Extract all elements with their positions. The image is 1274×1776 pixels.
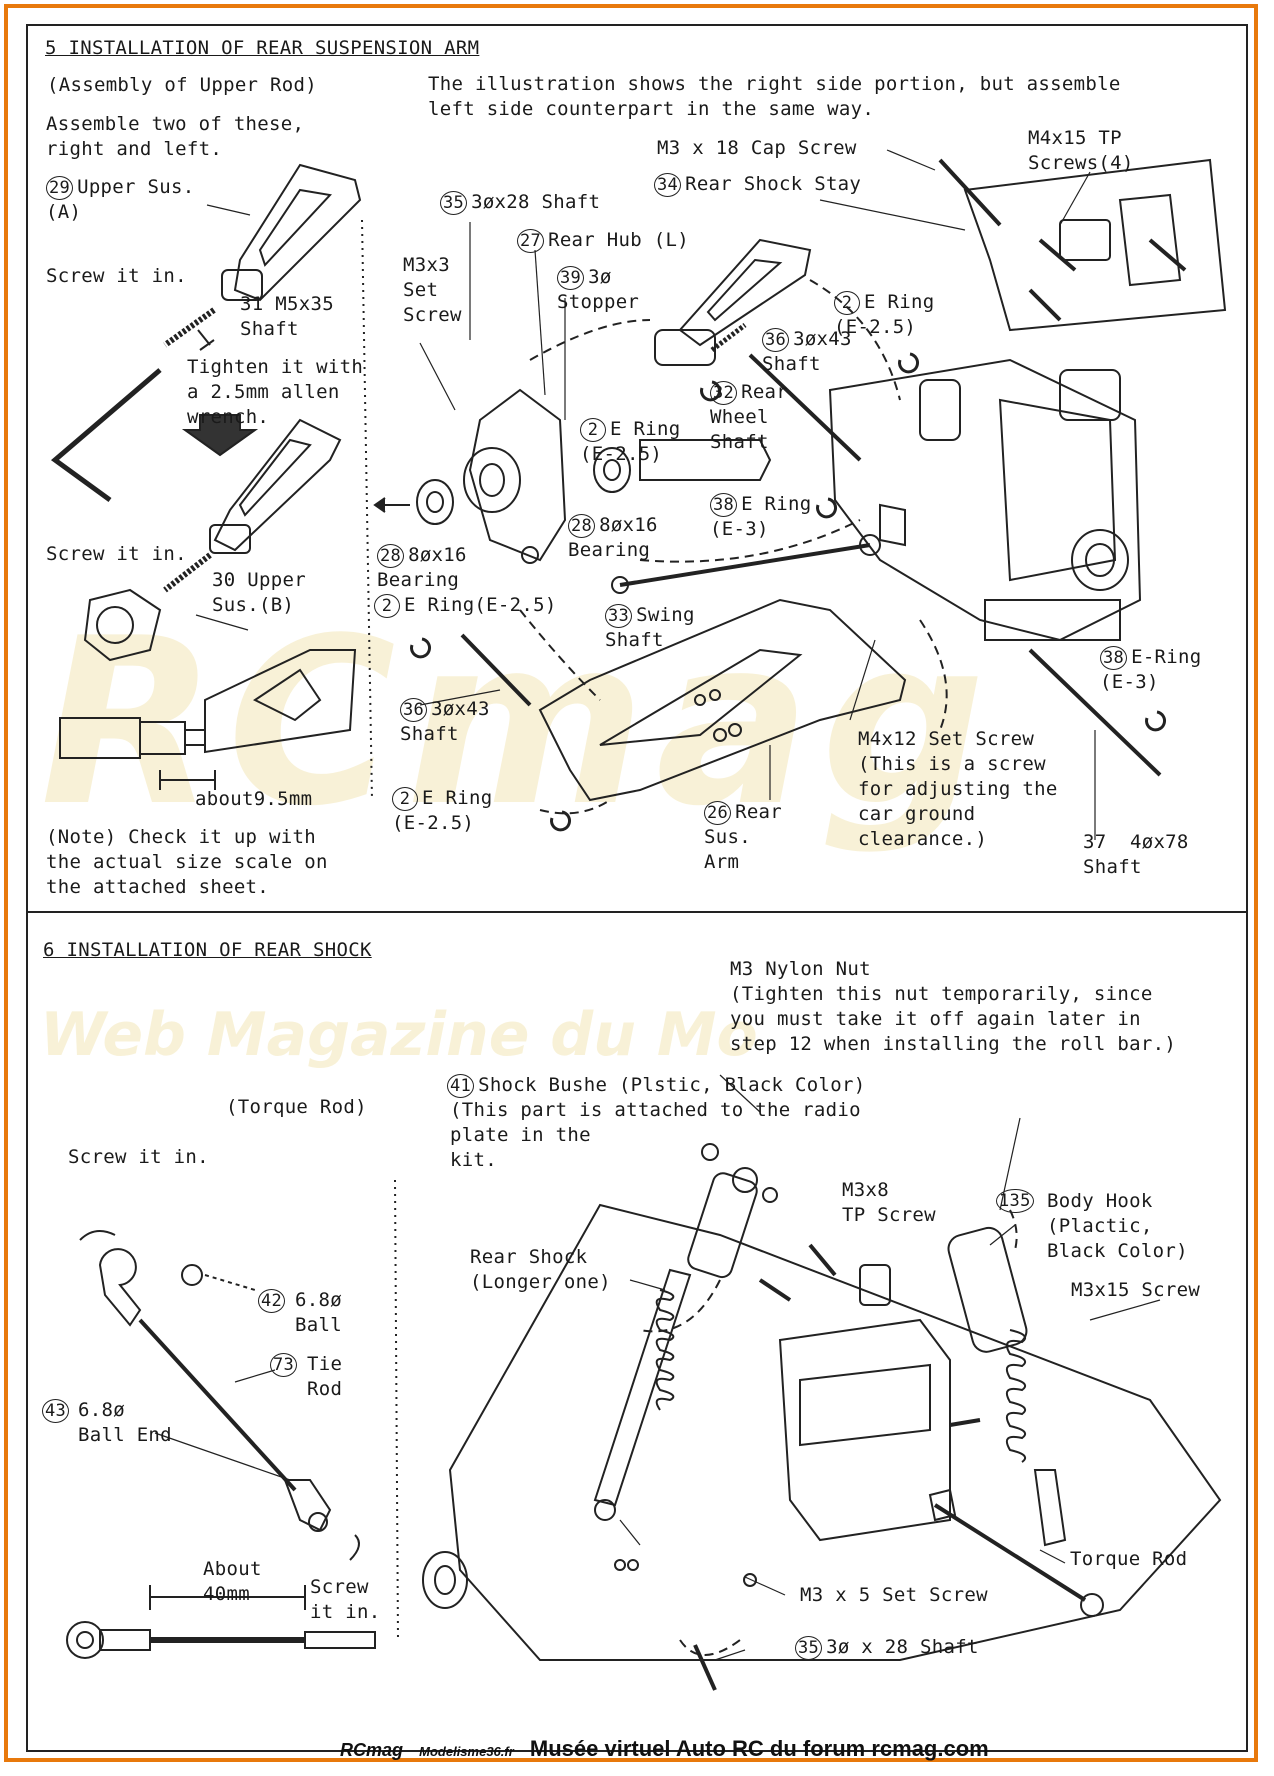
upper-sus-b: [83, 418, 342, 662]
about-40mm: About 40mm: [203, 1558, 262, 1605]
watermark-brand: RCmag: [40, 590, 996, 857]
torque-rod-label: Torque Rod: [1070, 1548, 1188, 1570]
m3x5-set-screw: M3 x 5 Set Screw: [800, 1584, 988, 1606]
part-42-label: 6.8ø Ball: [295, 1289, 342, 1336]
part-30: 30 Upper Sus.(B): [212, 569, 306, 616]
section5-title: 5 INSTALLATION OF REAR SUSPENSION ARM: [45, 37, 480, 59]
rear-shock-label: Rear Shock (Longer one): [470, 1246, 611, 1293]
part-42-ball: 42: [258, 1288, 289, 1313]
part-43-ball-end: 43: [42, 1398, 73, 1423]
page-border: [4, 4, 1258, 1762]
rod-end-side-view: [59, 649, 357, 790]
part-31: 31 M5x35 Shaft: [240, 293, 334, 340]
m3x3-set-screw: M3x3 Set Screw: [403, 254, 462, 326]
upper-sus-a: [163, 163, 362, 351]
m3x18-cap-screw: M3 x 18 Cap Screw: [657, 137, 857, 159]
tighten-note: Tighten it with a 2.5mm allen wrench.: [187, 356, 364, 428]
m4x12-set-screw: M4x12 Set Screw (This is a screw for adj…: [858, 728, 1058, 850]
body-hook-label: Body Hook (Plactic, Black Color): [1047, 1190, 1188, 1262]
m3x8-tp-screw: M3x8 TP Screw: [842, 1179, 936, 1226]
upper-rod-main: [654, 238, 812, 366]
nylon-nut-note: M3 Nylon Nut (Tighten this nut temporari…: [730, 958, 1177, 1055]
gearbox: [828, 358, 1142, 642]
part-73-label: Tie Rod: [307, 1353, 343, 1400]
section6-title: 6 INSTALLATION OF REAR SHOCK: [43, 939, 372, 961]
m3x15-screw: M3x15 Screw: [1071, 1279, 1201, 1301]
content-frame: [26, 24, 1248, 1752]
footer-brand-sub: Modelisme36.fr: [419, 1744, 514, 1759]
watermark-tagline: Web Magazine du Mo: [40, 1000, 758, 1070]
section5-subtitle: (Assembly of Upper Rod): [47, 74, 317, 96]
part-37: 37 4øx78 Shaft: [1083, 831, 1189, 878]
rear-sus-arm: [538, 598, 907, 802]
allen-wrench: [50, 368, 162, 503]
size-note: (Note) Check it up with the actual size …: [46, 826, 328, 898]
torque-rod-assembly: [66, 1230, 376, 1659]
assemble-note: Assemble two of these, right and left.: [46, 113, 305, 160]
torque-rod-title: (Torque Rod): [226, 1096, 367, 1118]
part-73-tie: 73: [270, 1352, 301, 1377]
swing-shaft: [619, 543, 871, 587]
screw-in-3: Screw it in.: [68, 1146, 209, 1168]
screw-in-2: Screw it in.: [46, 543, 187, 565]
screw-in-4: Screw it in.: [310, 1576, 381, 1623]
rear-shock-stay: [938, 158, 1227, 332]
shock-bushe-note: (This part is attached to the radio plat…: [450, 1099, 861, 1171]
screw-in-1: Screw it in.: [46, 265, 187, 287]
part-43-label: 6.8ø Ball End: [78, 1399, 172, 1446]
m4x15-tp-screws: M4x15 TP Screws(4): [1028, 127, 1134, 174]
body-hook: 135: [996, 1188, 1038, 1213]
about-9-5mm: about9.5mm: [195, 788, 313, 810]
footer-brand: RCmag: [340, 1740, 404, 1760]
illustration-note: The illustration shows the right side po…: [428, 73, 1121, 120]
footer: RCmag Modelisme36.fr Musée virtuel Auto …: [340, 1736, 989, 1762]
footer-text: Musée virtuel Auto RC du forum rcmag.com: [529, 1736, 989, 1761]
rear-hub: [373, 388, 772, 564]
rear-shock-assembly: [422, 1143, 1222, 1691]
